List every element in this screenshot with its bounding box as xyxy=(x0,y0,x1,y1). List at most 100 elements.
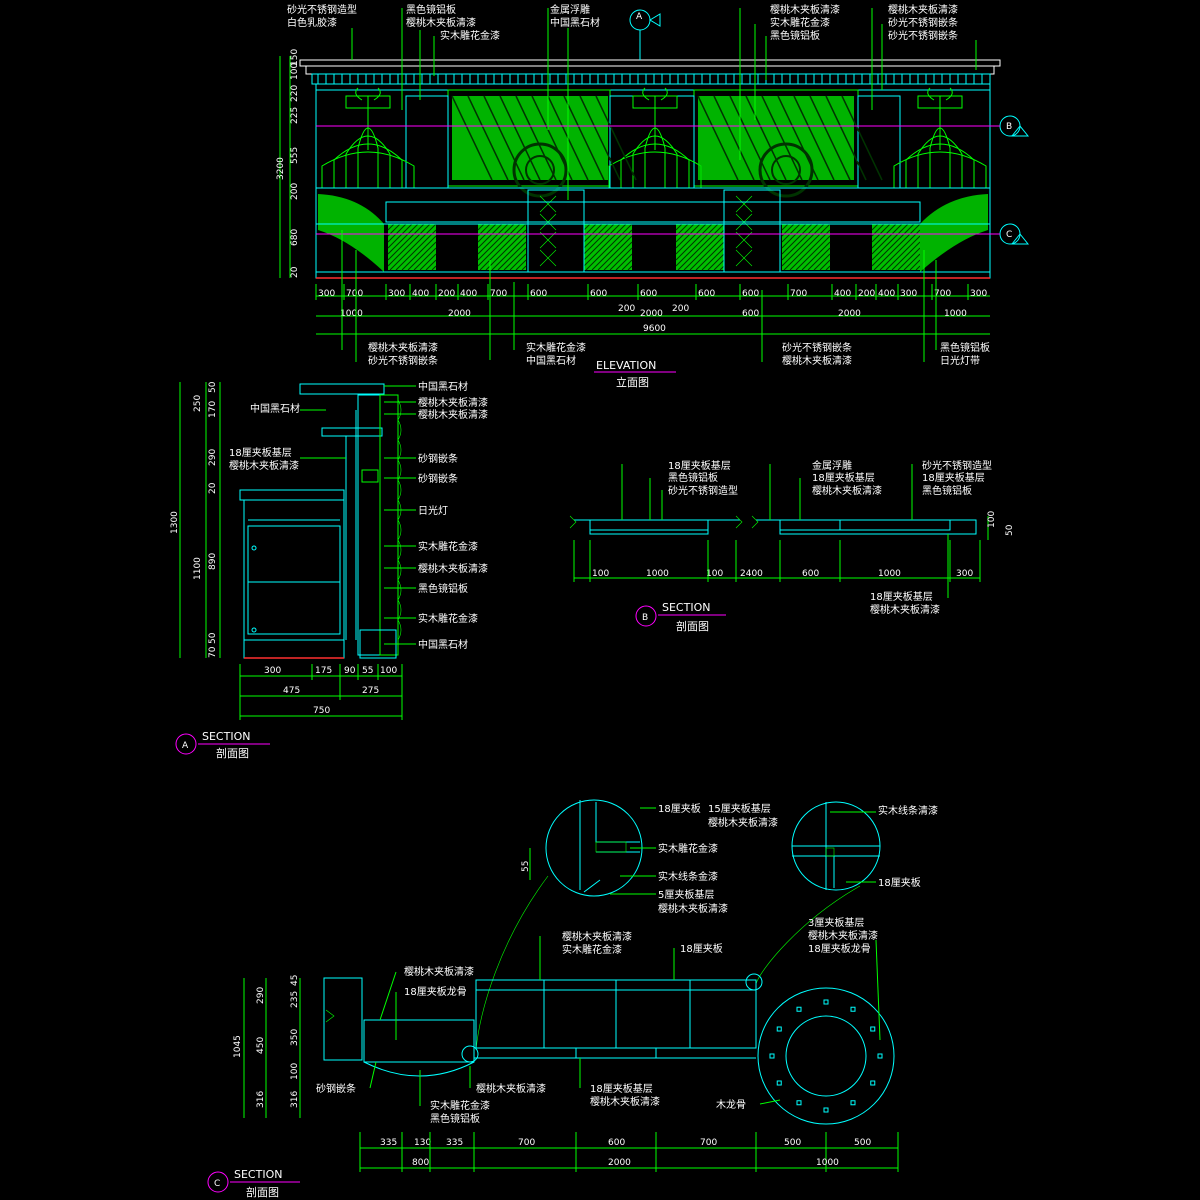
material-label: 15厘夹板基层 xyxy=(708,802,771,815)
dim-text: 250 xyxy=(193,395,203,412)
fountain-motifs xyxy=(321,87,987,188)
dim-text: 20 xyxy=(290,266,300,278)
dim-text: 235 xyxy=(290,991,300,1008)
dim-text: 300 xyxy=(900,289,917,299)
dim-text: 225 xyxy=(290,107,300,124)
material-label: 实木雕花金漆 xyxy=(440,29,500,42)
material-label: 樱桃木夹板清漆 xyxy=(406,16,476,29)
dim-text: 55 xyxy=(521,861,531,872)
dim-text: 100 xyxy=(380,666,397,676)
material-label: 中国黑石材 xyxy=(418,380,468,393)
dim-text: 750 xyxy=(313,706,330,716)
dim-text: 335 xyxy=(380,1138,397,1148)
dim-text: 300 xyxy=(264,666,281,676)
material-label: 黑色镜铝板 xyxy=(940,341,990,354)
dim-text: 600 xyxy=(608,1138,625,1148)
dim-text: 200 xyxy=(858,289,875,299)
material-label: 樱桃木夹板清漆 xyxy=(404,965,474,978)
material-label: 实木雕花金漆 xyxy=(562,943,622,956)
material-label: 白色乳胶漆 xyxy=(287,16,337,29)
carved-panels xyxy=(318,95,988,272)
cornice-dentils xyxy=(317,74,983,84)
section-c-view: 55 45 290 235 1045 450 350 100 316 316 xyxy=(207,799,938,1199)
elevation-markers: A B C xyxy=(316,9,1030,245)
material-label: 砂钢嵌条 xyxy=(418,452,458,465)
dim-text: 700 xyxy=(490,289,507,299)
dim-text: 350 xyxy=(290,1029,300,1046)
dim-text: 220 xyxy=(290,85,300,102)
dim-text: 2000 xyxy=(448,309,471,319)
dim-text: 1045 xyxy=(233,1035,243,1058)
dim-text: 100 xyxy=(592,569,609,579)
material-label: 砂光不锈钢嵌条 xyxy=(368,354,438,367)
dim-text: 3200 xyxy=(276,157,286,180)
dim-text: 100 xyxy=(706,569,723,579)
dim-text: 600 xyxy=(742,309,759,319)
detail-circle-left xyxy=(545,799,643,897)
section-a-view: 50 250 170 290 20 1300 1100 890 50 70 30… xyxy=(170,380,488,760)
material-label: 樱桃木夹板清漆 xyxy=(476,1082,546,1095)
elevation-top-labels: 砂光不锈钢造型 白色乳胶漆 黑色镜铝板 樱桃木夹板清漆 实木雕花金漆 金属浮雕 … xyxy=(287,3,977,200)
material-label: 樱桃木夹板清漆 xyxy=(562,930,632,943)
section-b-left-profile xyxy=(574,519,740,535)
dim-text: 700 xyxy=(790,289,807,299)
elevation-left-dims: 150 100 220 225 555 3200 200 680 20 xyxy=(276,49,300,278)
material-label: 18厘夹板 xyxy=(878,876,921,889)
material-label: 樱桃木夹板清漆 xyxy=(808,929,878,942)
material-label: 中国黑石材 xyxy=(250,402,300,415)
section-a-title-cn: 剖面图 xyxy=(216,746,249,760)
material-label: 金属浮雕 xyxy=(812,459,852,472)
dim-text: 316 xyxy=(290,1091,300,1108)
dim-text: 150 xyxy=(290,49,300,66)
material-label: 樱桃木夹板清漆 xyxy=(368,341,438,354)
dim-text: 2000 xyxy=(640,309,663,319)
dim-text: 200 xyxy=(672,304,689,314)
dim-text: 555 xyxy=(290,147,300,164)
dim-text: 600 xyxy=(530,289,547,299)
dim-text: 9600 xyxy=(643,324,666,334)
mid-shelf xyxy=(321,427,383,437)
marker-label: C xyxy=(1006,230,1012,240)
dim-text: 1100 xyxy=(193,557,203,580)
material-label: 樱桃木夹板清漆 xyxy=(229,459,299,472)
material-label: 18厘夹板 xyxy=(680,942,723,955)
material-label: 18厘夹板基层 xyxy=(812,471,875,484)
dim-text: 70 xyxy=(208,646,218,658)
dim-text: 300 xyxy=(970,289,987,299)
dim-text: 890 xyxy=(208,553,218,570)
material-label: 砂光不锈钢嵌条 xyxy=(888,29,958,42)
material-label: 18厘夹板龙骨 xyxy=(808,942,871,955)
material-label: 18厘夹板基层 xyxy=(870,590,933,603)
material-label: 18厘夹板基层 xyxy=(590,1082,653,1095)
dim-text: 290 xyxy=(208,449,218,466)
material-label: 樱桃木夹板清漆 xyxy=(590,1095,660,1108)
dim-text: 600 xyxy=(698,289,715,299)
material-label: 樱桃木夹板清漆 xyxy=(418,396,488,409)
dim-text: 50 xyxy=(1005,524,1015,536)
dim-text: 400 xyxy=(412,289,429,299)
dim-text: 200 xyxy=(618,304,635,314)
dim-text: 1000 xyxy=(816,1158,839,1168)
dim-text: 400 xyxy=(460,289,477,299)
marker-label: B xyxy=(1006,122,1012,132)
material-label: 砂光不锈钢造型 xyxy=(922,459,992,472)
section-b-title-en: SECTION xyxy=(662,601,710,614)
dim-text: 45 xyxy=(290,975,300,986)
section-b-marker xyxy=(635,605,657,627)
lower-counter xyxy=(315,187,991,279)
dim-text: 300 xyxy=(388,289,405,299)
dim-text: 2000 xyxy=(838,309,861,319)
elevation-bottom-labels: 樱桃木夹板清漆 砂光不锈钢嵌条 实木雕花金漆 中国黑石材 砂光不锈钢嵌条 樱桃木… xyxy=(341,230,990,367)
material-label: 樱桃木夹板清漆 xyxy=(888,3,958,16)
upper-panels xyxy=(315,89,991,189)
material-label: 樱桃木夹板清漆 xyxy=(708,816,778,829)
material-label: 黑色镜铝板 xyxy=(668,471,718,484)
dim-text: 400 xyxy=(878,289,895,299)
dim-text: 1000 xyxy=(878,569,901,579)
material-label: 18厘夹板基层 xyxy=(668,459,731,472)
marker-label: A xyxy=(182,741,189,751)
material-label: 实木线条金漆 xyxy=(658,870,718,883)
material-label: 黑色镜铝板 xyxy=(406,3,456,16)
material-label: 木龙骨 xyxy=(716,1098,746,1111)
dim-text: 275 xyxy=(362,686,379,696)
